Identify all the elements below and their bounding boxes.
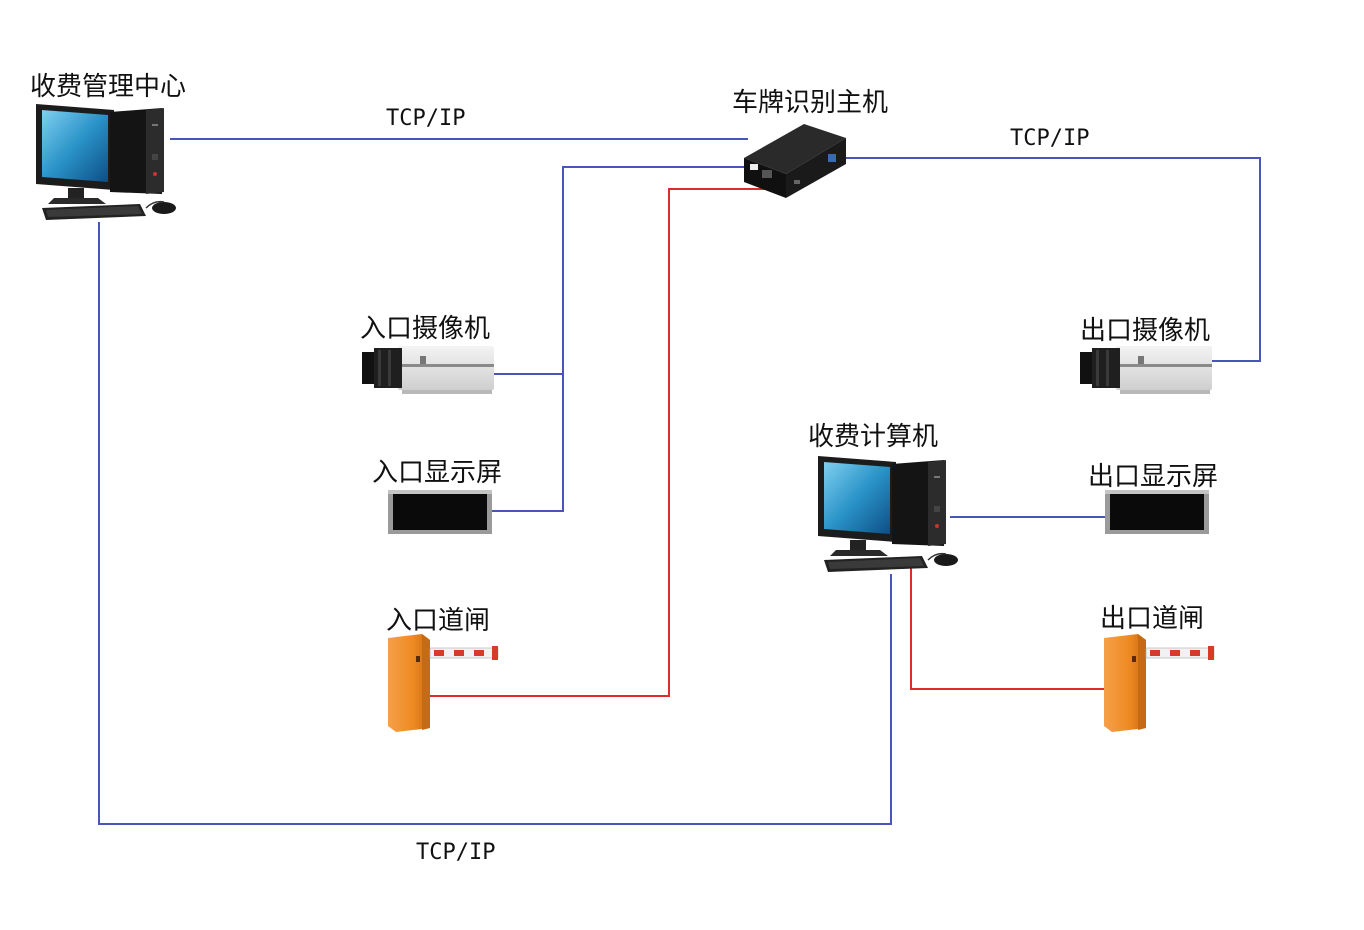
entry-gate-label: 入口道闸: [386, 606, 491, 636]
link-label-center-computer: TCP/IP: [416, 840, 496, 865]
wire-computer-to-exit-gate: [910, 568, 1104, 690]
management-center-label: 收费管理中心: [30, 72, 187, 102]
entry-camera-label: 入口摄像机: [360, 314, 491, 344]
exit-camera-label: 出口摄像机: [1080, 316, 1211, 346]
entry-gate-icon: [387, 633, 499, 733]
wire-entry-bus-vertical: [492, 166, 760, 512]
link-label-host-exit-camera: TCP/IP: [1010, 126, 1090, 151]
entry-display-label: 入口显示屏: [372, 458, 503, 488]
connection-wires: [98, 138, 1261, 825]
exit-display-label: 出口显示屏: [1088, 462, 1219, 492]
toll-computer-label: 收费计算机: [808, 422, 939, 452]
exit-gate-label: 出口道闸: [1100, 604, 1205, 634]
lpr-host-box-icon: [744, 124, 846, 198]
entry-camera-icon: [362, 346, 494, 394]
wire-host-to-exit-camera: [842, 157, 1261, 362]
exit-gate-icon: [1103, 633, 1215, 733]
entry-display-icon: [388, 490, 492, 534]
toll-computer-icon: [817, 455, 959, 573]
wire-center-to-computer: [98, 222, 892, 825]
wire-host-to-entry-gate: [428, 188, 768, 697]
management-center-computer-icon: [35, 103, 177, 221]
lpr-host-label: 车牌识别主机: [732, 88, 889, 118]
exit-display-icon: [1105, 490, 1209, 534]
exit-camera-icon: [1080, 346, 1212, 394]
link-label-center-host: TCP/IP: [386, 106, 466, 131]
